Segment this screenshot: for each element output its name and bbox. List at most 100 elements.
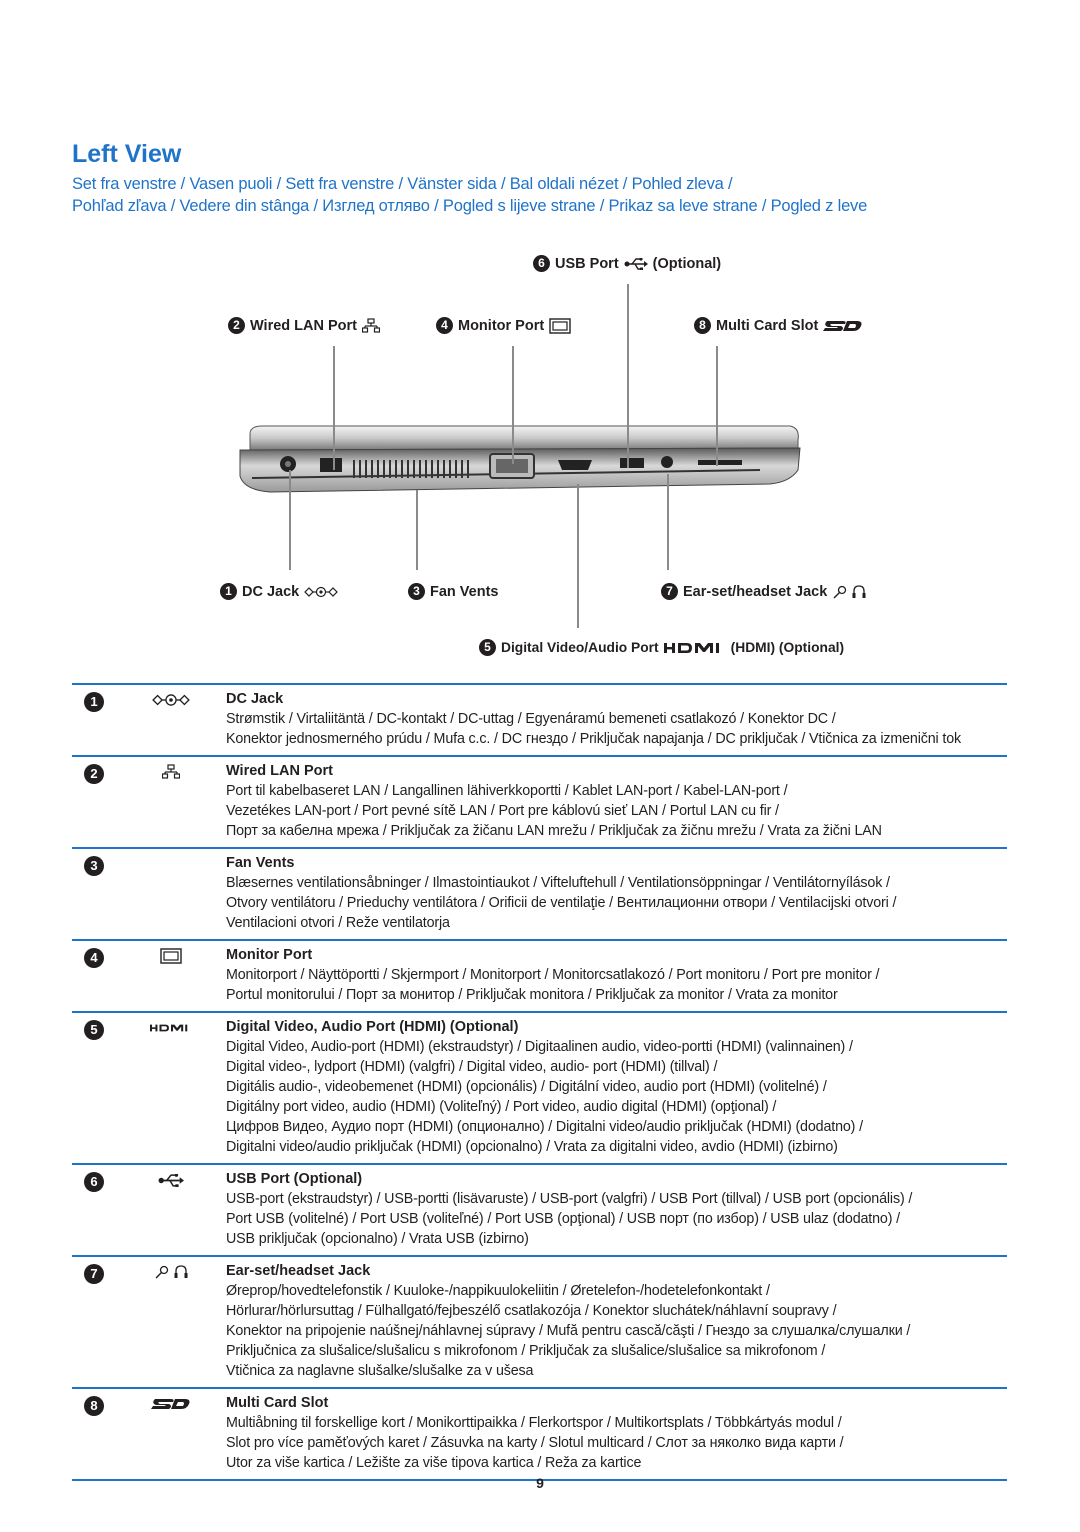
usb-icon (158, 1173, 184, 1187)
description-line: Otvory ventilátoru / Prieduchy ventiláto… (226, 895, 897, 911)
description-line: Port USB (volitelné) / Port USB (voliteľ… (226, 1211, 900, 1227)
callout-label: Multi Card Slot (716, 317, 819, 334)
callout-monitor-port: 4 Monitor Port (436, 317, 571, 334)
description-line: Vezetékes LAN-port / Port pevné sítě LAN… (226, 803, 779, 819)
callout-fan-vents: 3 Fan Vents (408, 583, 499, 600)
description-line: Blæsernes ventilationsåbninger / Ilmasto… (226, 875, 890, 891)
row-title: USB Port (Optional) (226, 1171, 363, 1187)
row-number: 5 (84, 1020, 104, 1040)
description-line: Priključnica za slušalice/slušalicu s mi… (226, 1343, 826, 1359)
left-view-diagram: 6 USB Port (Optional) 2 Wired LAN Port 4… (0, 240, 1080, 670)
sd-card-icon (823, 320, 862, 331)
row-number: 2 (84, 764, 104, 784)
description-line: Port til kabelbaseret LAN / Langallinen … (226, 783, 788, 799)
leader-hdmi (577, 484, 579, 628)
description-line: Digitálny port video, audio (HDMI) (Voli… (226, 1099, 777, 1115)
lan-icon (162, 764, 180, 779)
callout-wired-lan-port: 2 Wired LAN Port (228, 317, 381, 334)
dc-jack-icon (304, 586, 339, 597)
leader-usb (627, 284, 629, 468)
description-line: Vtičnica za naglavne slušalke/slušalke z… (226, 1363, 534, 1379)
description-line: Цифров Видео, Аудио порт (HDMI) (опциона… (226, 1119, 863, 1135)
callout-number: 6 (533, 255, 550, 272)
row-description: Monitorport / Näyttöportti / Skjermport … (226, 965, 1007, 1005)
table-row: 4 Monitor Port Monitorport / Näyttöportt… (72, 939, 1007, 1011)
description-line: USB priključak (opcionalno) / Vrata USB … (226, 1231, 529, 1247)
callout-headset-jack: 7 Ear-set/headset Jack (661, 583, 866, 600)
monitor-icon (160, 948, 182, 964)
description-line: Порт за кабелна мрежа / Priključak za ži… (226, 823, 882, 839)
row-title: Monitor Port (226, 947, 313, 963)
row-description: Multiåbning til forskellige kort / Monik… (226, 1413, 1007, 1473)
callout-label: Ear-set/headset Jack (683, 583, 828, 600)
callout-label: Fan Vents (430, 583, 499, 600)
callout-number: 1 (220, 583, 237, 600)
description-line: Digital video-, lydport (HDMI) (valgfri)… (226, 1059, 718, 1075)
description-line: Utor za više kartica / Ležište za više t… (226, 1455, 642, 1471)
callout-label: DC Jack (242, 583, 300, 600)
page-number: 9 (536, 1475, 544, 1491)
row-description: Blæsernes ventilationsåbninger / Ilmasto… (226, 873, 1007, 933)
row-description: Digital Video, Audio-port (HDMI) (ekstra… (226, 1037, 1007, 1157)
page-title: Left View (72, 140, 182, 168)
description-line: Portul monitorului / Порт за монитор / P… (226, 987, 838, 1003)
laptop-side-illustration (239, 425, 801, 493)
callout-number: 5 (479, 639, 496, 656)
sd-card-icon (151, 1399, 190, 1409)
description-line: Digital Video, Audio-port (HDMI) (ekstra… (226, 1039, 853, 1055)
leader-fan (416, 490, 418, 570)
row-number: 1 (84, 692, 104, 712)
hdmi-icon (150, 1024, 188, 1032)
row-number: 6 (84, 1172, 104, 1192)
description-line: Slot pro více paměťových karet / Zásuvka… (226, 1435, 844, 1451)
row-number: 4 (84, 948, 104, 968)
callout-dc-jack: 1 DC Jack (220, 583, 339, 600)
callout-number: 2 (228, 317, 245, 334)
callout-suffix: (HDMI) (Optional) (730, 640, 845, 655)
dc-jack-icon (152, 694, 190, 706)
table-row: 3 Fan Vents Blæsernes ventilationsåbning… (72, 847, 1007, 939)
row-title: Ear-set/headset Jack (226, 1263, 371, 1279)
row-title: Wired LAN Port (226, 763, 334, 779)
description-line: Digitális audio-, videobemenet (HDMI) (o… (226, 1079, 827, 1095)
table-row: 8 Multi Card Slot Multiåbning til forske… (72, 1387, 1007, 1481)
description-line: Øreprop/hovedtelefonstik / Kuuloke-/napp… (226, 1283, 770, 1299)
subtitle-line-2: Pohľad zľava / Vedere din stânga / Изгле… (72, 197, 868, 215)
callout-label: Digital Video/Audio Port (501, 640, 659, 655)
description-line: USB-port (ekstraudstyr) / USB-portti (li… (226, 1191, 913, 1207)
row-description: USB-port (ekstraudstyr) / USB-portti (li… (226, 1189, 1007, 1249)
row-number: 7 (84, 1264, 104, 1284)
row-title: Digital Video, Audio Port (HDMI) (Option… (226, 1019, 519, 1035)
row-number: 3 (84, 856, 104, 876)
leader-lan (333, 346, 335, 470)
row-title: DC Jack (226, 691, 284, 707)
callout-label: Monitor Port (458, 317, 545, 334)
row-title: Fan Vents (226, 855, 295, 871)
lan-icon (362, 317, 381, 333)
table-row: 1 DC Jack Strømstik / Virtaliitäntä / DC… (72, 683, 1007, 755)
description-line: Konektor jednosmerného prúdu / Mufa c.c.… (226, 731, 962, 747)
row-description: Port til kabelbaseret LAN / Langallinen … (226, 781, 1007, 841)
hdmi-icon (663, 642, 719, 653)
description-line: Strømstik / Virtaliitäntä / DC-kontakt /… (226, 711, 836, 727)
callout-multi-card-slot: 8 Multi Card Slot (694, 317, 863, 334)
table-row: 7 Ear-set/headset Jack Øreprop/hovedtele… (72, 1255, 1007, 1387)
monitor-icon (549, 317, 571, 334)
leader-headset (667, 474, 669, 570)
description-line: Digitalni video/audio priključak (HDMI) … (226, 1139, 838, 1155)
callout-usb-port: 6 USB Port (Optional) (533, 255, 721, 272)
row-description: Strømstik / Virtaliitäntä / DC-kontakt /… (226, 709, 1007, 749)
description-line: Hörlurar/hörlursuttag / Fülhallgató/fejb… (226, 1303, 837, 1319)
description-line: Monitorport / Näyttöportti / Skjermport … (226, 967, 880, 983)
table-row: 2 Wired LAN Port Port til kabelbaseret L… (72, 755, 1007, 847)
usb-icon (624, 257, 648, 270)
headset-icon (155, 1265, 188, 1279)
port-description-table: 1 DC Jack Strømstik / Virtaliitäntä / DC… (72, 683, 1007, 1481)
callout-label: Wired LAN Port (250, 317, 358, 334)
subtitle-line-1: Set fra venstre / Vasen puoli / Sett fra… (72, 175, 733, 193)
callout-number: 4 (436, 317, 453, 334)
callout-number: 8 (694, 317, 711, 334)
headset-icon (833, 584, 866, 598)
callout-label: USB Port (555, 255, 619, 272)
description-line: Konektor na pripojenie naúšnej/náhlavnej… (226, 1323, 911, 1339)
